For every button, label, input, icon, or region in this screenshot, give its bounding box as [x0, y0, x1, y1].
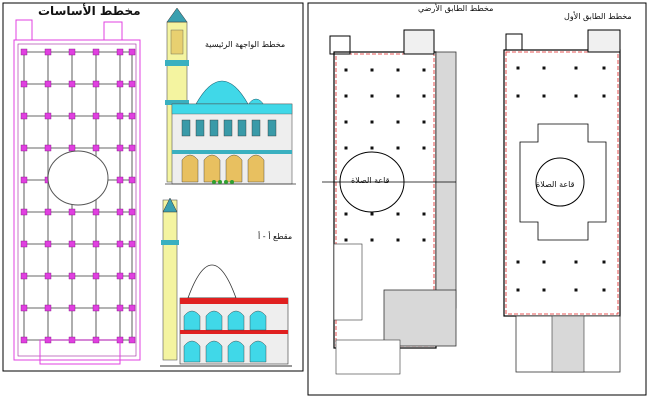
foundation-plan	[13, 19, 141, 365]
ground-floor-plan	[322, 29, 457, 375]
prayer-hall-first-label: قاعة الصلاة	[536, 180, 575, 189]
first-floor-title: مخطط الطابق الأول	[564, 12, 632, 21]
section-a-a	[160, 197, 292, 367]
section-title: مقطع أ - أ	[258, 232, 293, 241]
ground-floor-title: مخطط الطابق الأرضي	[418, 4, 494, 13]
right-sheet-frame	[307, 2, 647, 396]
main-facade-title: مخطط الواجهة الرئيسية	[205, 40, 286, 49]
foundation-plan-title: مخطط الأساسات	[38, 4, 141, 18]
prayer-hall-ground-label: قاعة الصلاة	[351, 176, 390, 185]
first-floor-plan	[503, 29, 621, 373]
main-facade-elevation	[165, 7, 296, 185]
left-sheet-frame	[2, 2, 304, 372]
